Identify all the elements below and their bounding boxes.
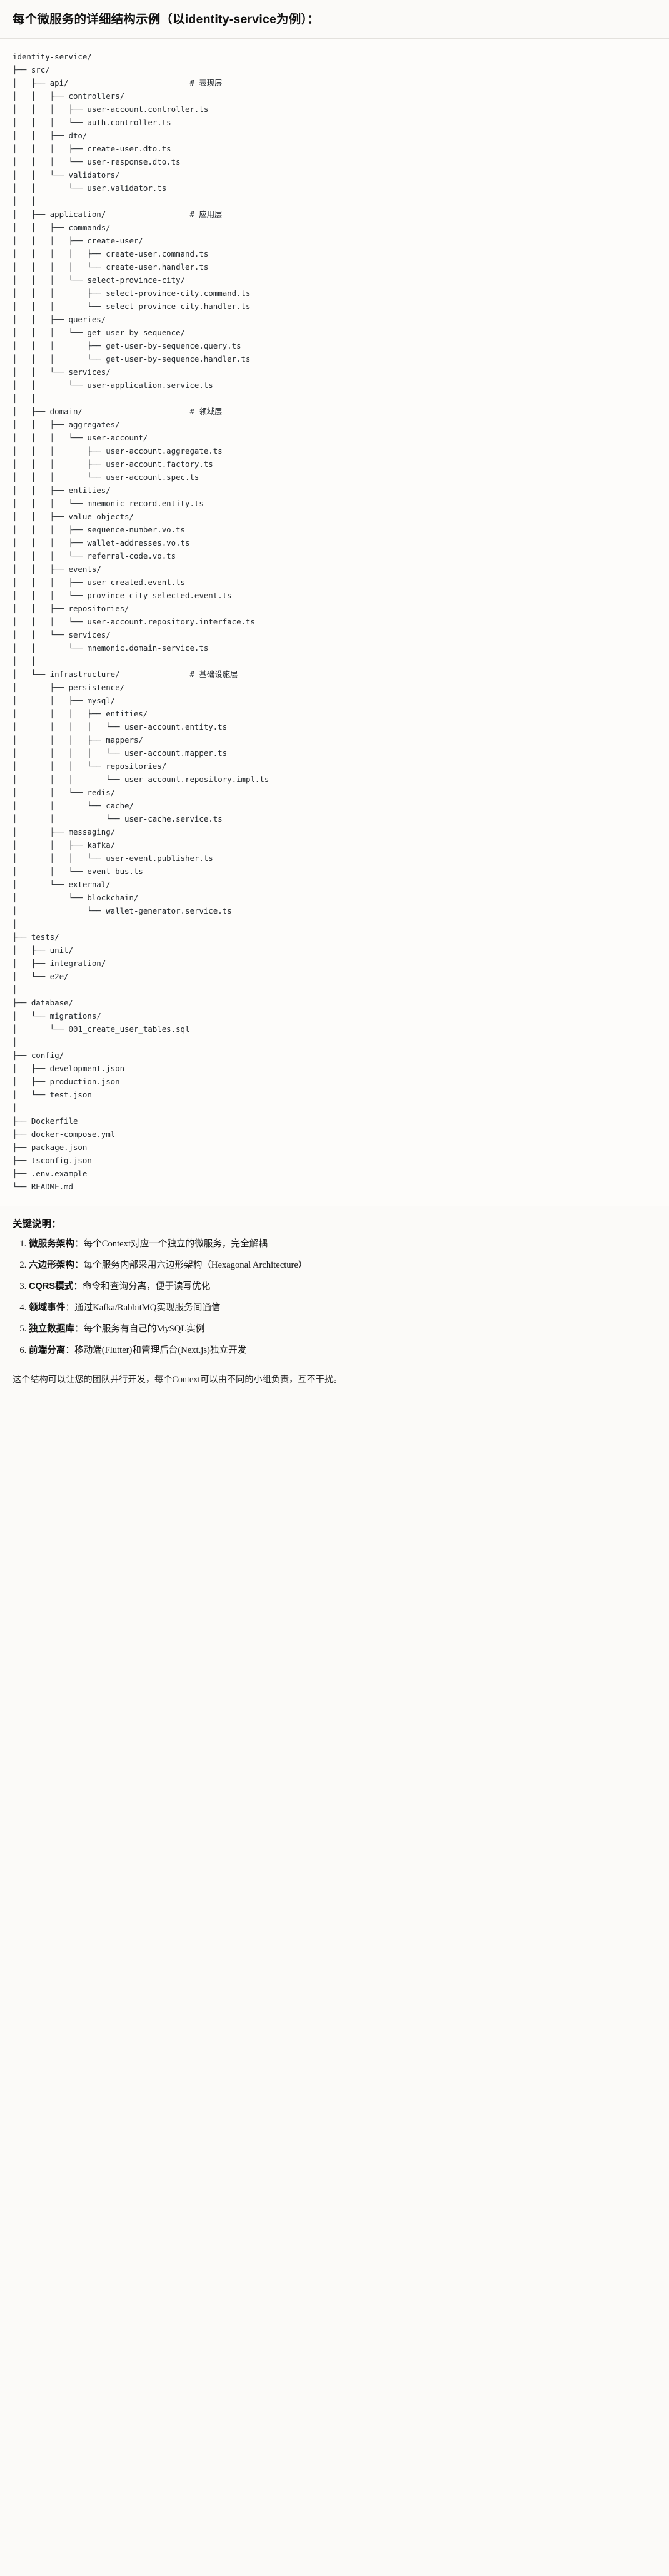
key-note-term: 领域事件: [29, 1302, 66, 1313]
list-item: 六边形架构：每个服务内部采用六边形架构（Hexagonal Architectu…: [29, 1259, 656, 1273]
document-page: 每个微服务的详细结构示例（以identity-service为例）： ident…: [0, 0, 669, 1400]
page-title: 每个微服务的详细结构示例（以identity-service为例）：: [13, 13, 320, 26]
list-item: 领域事件：通过Kafka/RabbitMQ实现服务间通信: [29, 1301, 656, 1315]
key-note-term: CQRS模式: [29, 1281, 74, 1292]
code-block-directory-tree: identity-service/ ├── src/ │ ├── api/ # …: [0, 39, 669, 1206]
key-note-term: 六边形架构: [29, 1260, 74, 1271]
key-note-separator: ：: [74, 1323, 84, 1334]
key-note-description: 每个Context对应一个独立的微服务，完全解耦: [83, 1239, 268, 1250]
key-note-description: 命令和查询分离，便于读写优化: [82, 1281, 211, 1292]
title-divider: [0, 38, 669, 39]
key-note-separator: ：: [65, 1302, 74, 1313]
directory-tree-text: identity-service/ ├── src/ │ ├── api/ # …: [13, 52, 269, 1192]
key-note-term: 独立数据库: [29, 1323, 74, 1334]
key-note-separator: ：: [73, 1281, 83, 1292]
key-note-separator: ：: [74, 1260, 84, 1271]
closing-paragraph: 这个结构可以让您的团队并行开发，每个Context可以由不同的小组负责，互不干扰…: [13, 1374, 343, 1385]
list-item: 前端分离：移动端(Flutter)和管理后台(Next.js)独立开发: [29, 1344, 656, 1358]
key-note-description: 移动端(Flutter)和管理后台(Next.js)独立开发: [74, 1345, 247, 1355]
key-note-term: 前端分离: [29, 1345, 66, 1355]
key-note-description: 通过Kafka/RabbitMQ实现服务间通信: [74, 1302, 221, 1313]
key-notes-list: 微服务架构：每个Context对应一个独立的微服务，完全解耦 六边形架构：每个服…: [13, 1238, 656, 1357]
key-notes-heading: 关键说明：: [13, 1219, 61, 1230]
key-note-description: 每个服务内部采用六边形架构（Hexagonal Architecture）: [83, 1260, 308, 1271]
key-note-description: 每个服务有自己的MySQL实例: [83, 1323, 205, 1334]
key-note-separator: ：: [65, 1345, 74, 1355]
list-item: 独立数据库：每个服务有自己的MySQL实例: [29, 1323, 656, 1336]
list-item: CQRS模式：命令和查询分离，便于读写优化: [29, 1280, 656, 1294]
key-note-separator: ：: [74, 1239, 84, 1250]
list-item: 微服务架构：每个Context对应一个独立的微服务，完全解耦: [29, 1238, 656, 1251]
key-notes-section: 关键说明： 微服务架构：每个Context对应一个独立的微服务，完全解耦 六边形…: [0, 1206, 669, 1368]
key-note-term: 微服务架构: [29, 1239, 74, 1250]
